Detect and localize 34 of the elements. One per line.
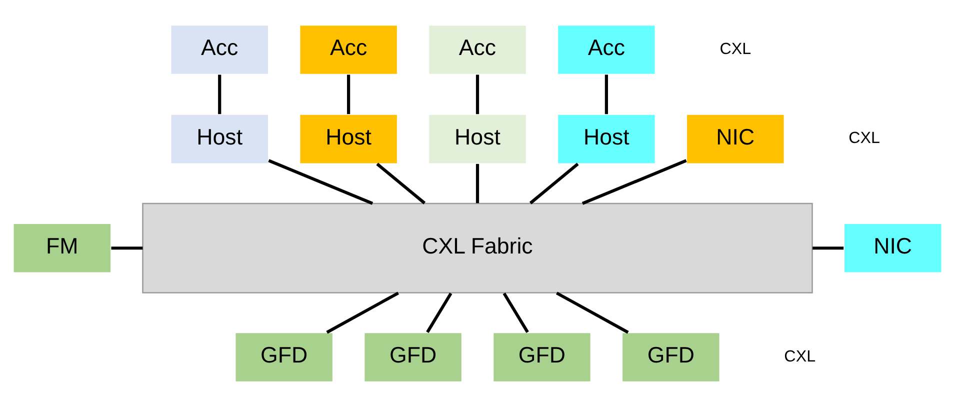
connector: [476, 74, 480, 114]
node-box: NIC: [686, 114, 785, 164]
label: CXL: [720, 40, 752, 58]
connector: [812, 246, 844, 250]
connector: [556, 292, 629, 334]
label: CXL: [848, 129, 880, 148]
node-box: GFD: [363, 332, 463, 383]
connector: [529, 162, 579, 204]
connector: [347, 74, 350, 114]
connector: [426, 292, 452, 334]
node-box: GFD: [621, 332, 721, 383]
node-box: FM: [12, 222, 112, 274]
connector: [218, 74, 222, 114]
connector: [111, 246, 143, 250]
node-box: NIC: [843, 222, 942, 274]
connector: [582, 159, 687, 205]
node-box: Host: [556, 114, 656, 164]
node-box: Host: [298, 114, 398, 164]
node-box: Acc: [298, 24, 398, 76]
connector: [268, 159, 374, 205]
node-box: Acc: [170, 24, 270, 76]
connector: [604, 74, 608, 114]
connector: [376, 162, 426, 204]
node-box: CXL Fabric: [142, 202, 813, 294]
connector: [326, 292, 400, 334]
connector: [476, 164, 480, 204]
node-box: Host: [428, 114, 528, 164]
node-box: GFD: [492, 332, 592, 383]
node-box: Host: [170, 114, 270, 164]
label: CXL: [784, 347, 816, 366]
node-box: Acc: [428, 24, 528, 76]
connector: [502, 292, 529, 334]
node-box: GFD: [234, 332, 334, 383]
node-box: Acc: [556, 24, 656, 76]
